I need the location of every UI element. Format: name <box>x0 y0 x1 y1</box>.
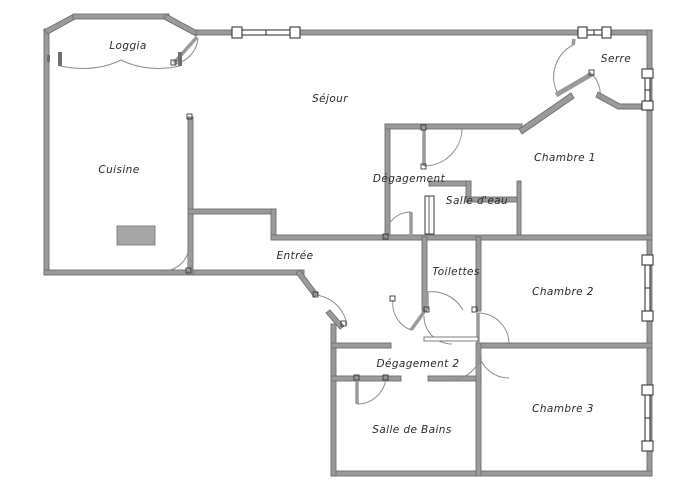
room-label-salle-d-eau: Salle d'eau <box>446 195 508 207</box>
door-degagement2-left <box>389 295 426 332</box>
door-salle-de-bains <box>353 374 389 405</box>
wall-salle-eau-right <box>516 180 522 238</box>
wall-chambre2-bottom <box>477 342 653 349</box>
wall-loggia-angle-right <box>163 13 200 37</box>
wall-loggia-angle-left <box>43 13 78 35</box>
door-chambre3 <box>454 347 510 380</box>
room-label-toilettes: Toilettes <box>432 266 480 278</box>
door-chambre2 <box>476 312 510 344</box>
windows-group <box>231 26 654 452</box>
room-label-degagement: Dégagement <box>373 173 446 185</box>
chambre2-recess <box>423 336 479 342</box>
wall-degagement-top <box>384 123 523 130</box>
door-serre <box>553 38 576 93</box>
wall-bath-top <box>330 375 402 382</box>
wall-left-exterior <box>43 28 50 276</box>
door-toilettes <box>423 291 478 313</box>
room-label-chambre-1: Chambre 1 <box>534 152 596 164</box>
wall-kitchen-horizontal <box>187 208 277 215</box>
wall-cuisine-bottom <box>43 269 305 276</box>
room-label-chambre-3: Chambre 3 <box>532 403 594 415</box>
wall-kitchen-step <box>270 208 277 240</box>
wall-corridor-horizontal <box>330 342 392 349</box>
door-salle-eau <box>424 195 435 235</box>
room-label-degagement-2: Dégagement 2 <box>376 358 459 370</box>
wall-end-markers <box>186 113 193 120</box>
door-degagement2-corridor <box>423 315 453 345</box>
fixtures-group <box>116 225 156 246</box>
room-label-loggia: Loggia <box>109 40 146 52</box>
room-label-sejour: Séjour <box>312 93 348 105</box>
window-chambre3 <box>641 384 654 452</box>
marker-kitchen-top <box>186 113 193 120</box>
room-label-chambre-2: Chambre 2 <box>532 286 594 298</box>
wall-loggia-top <box>72 13 170 20</box>
wall-serre-angle-right <box>595 91 648 110</box>
window-sejour-top <box>231 26 301 39</box>
doors-group <box>47 35 601 405</box>
door-degagement-lower <box>382 211 413 240</box>
room-label-serre: Serre <box>601 53 631 65</box>
wall-bath-top-right <box>427 375 482 382</box>
room-labels-group: Loggia Séjour Cuisine Serre Chambre 1 Dé… <box>98 40 631 436</box>
door-serre-inner <box>554 69 601 100</box>
door-degagement <box>420 124 463 170</box>
loggia-railing <box>47 52 182 69</box>
wall-bottom-exterior <box>330 470 653 477</box>
wall-toilettes-right <box>475 236 482 312</box>
wall-toilettes-left <box>421 236 428 312</box>
room-label-entree: Entrée <box>276 250 313 262</box>
window-chambre2 <box>641 254 654 322</box>
window-serre-right <box>641 68 654 111</box>
wall-entry-left-vert <box>330 323 337 477</box>
walls-group <box>43 13 653 477</box>
room-label-cuisine: Cuisine <box>98 164 139 176</box>
wall-entry-diagonal-upper <box>295 269 319 298</box>
door-entree <box>312 291 348 327</box>
door-cuisine <box>163 246 192 274</box>
window-serre-top <box>577 26 612 39</box>
kitchen-counter <box>116 225 156 246</box>
wall-kitchen-vertical <box>187 116 194 276</box>
door-loggia <box>170 35 199 66</box>
room-label-salle-de-bains: Salle de Bains <box>372 424 452 436</box>
wall-entry-diagonal-lower <box>325 309 345 330</box>
wall-mid-horizontal <box>384 234 653 241</box>
wall-serre-angle <box>518 92 575 135</box>
